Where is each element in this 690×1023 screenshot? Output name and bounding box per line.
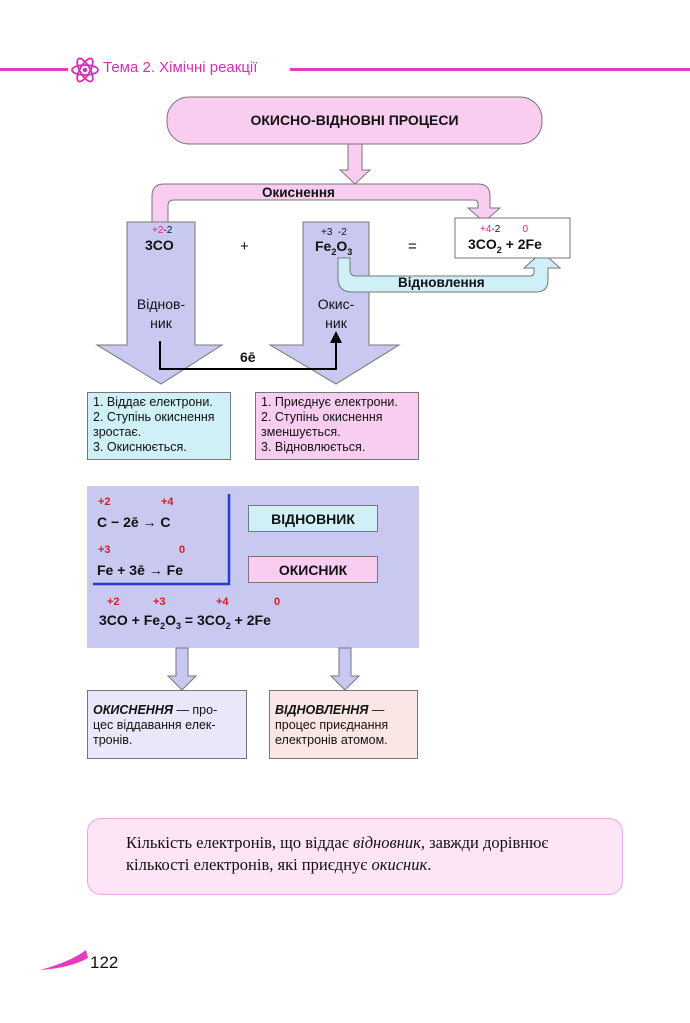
oxidation-definition-box: ОКИСНЕННЯ — про- цес віддавання елек- тр… <box>87 690 247 759</box>
full-equation: 3CO + Fe2O3 = 3CO2 + 2Fe <box>99 612 271 631</box>
c-half-reaction: C − 2ē → C <box>97 514 171 530</box>
reducer-tag: ВІДНОВНИК <box>248 505 378 532</box>
atom-icon <box>70 56 100 84</box>
eq-ox-4: 0 <box>274 596 281 608</box>
half-reactions-divider <box>93 494 231 586</box>
electrons-label: 6ē <box>240 349 256 365</box>
fe-ox-left: +3 <box>98 544 111 556</box>
fe-half-reaction: Fe + 3ē → Fe <box>97 562 183 578</box>
equals-sign: = <box>408 238 417 255</box>
product-formula: 3CO2 + 2Fe <box>468 236 542 255</box>
eq-ox-1: +2 <box>107 596 120 608</box>
reactant2-ox-states: +3 -2 <box>321 227 347 238</box>
reducer-label: Віднов-ник <box>136 296 186 331</box>
electron-transfer-arrowhead <box>330 331 342 343</box>
oxidation-arrow <box>151 183 502 225</box>
reduction-arrow <box>337 251 562 293</box>
eq-ox-3: +4 <box>216 596 229 608</box>
fe-ox-right: 0 <box>179 544 186 556</box>
note-box: Кількість електронів, що віддає відновни… <box>87 818 623 895</box>
oxidizer-label: Окис-ник <box>317 296 355 331</box>
oxidizer-tag: ОКИСНИК <box>248 556 378 583</box>
page-header-title: Тема 2. Хімічні реакції <box>103 59 258 76</box>
plus-sign: + <box>240 238 249 255</box>
c-ox-left: +2 <box>98 496 111 508</box>
header-rule-right <box>290 68 690 71</box>
page-number: 122 <box>90 953 119 972</box>
product-box <box>454 217 571 259</box>
main-title: ОКИСНО-ВІДНОВНІ ПРОЦЕСИ <box>250 112 459 128</box>
page-number-swoosh <box>40 950 88 970</box>
oxidizer-properties-box: 1. Приєднує електрони. 2. Ступінь окисне… <box>255 392 419 460</box>
oxidation-label: Окиснення <box>262 185 335 200</box>
reactant1-ox-states: +2-2 <box>152 225 173 236</box>
left-small-arrow <box>166 647 198 691</box>
right-small-arrow <box>329 647 361 691</box>
reducer-arrow <box>95 221 224 385</box>
c-ox-right: +4 <box>161 496 174 508</box>
reduction-definition-box: ВІДНОВЛЕННЯ — процес приєднання електрон… <box>269 690 418 759</box>
reducer-properties-box: 1. Віддає електрони. 2. Ступінь окисненн… <box>87 392 231 460</box>
reduction-label: Відновлення <box>398 275 485 290</box>
title-down-arrow <box>338 143 372 185</box>
eq-ox-2: +3 <box>153 596 166 608</box>
oxidizer-arrow <box>268 221 401 385</box>
reactant2-formula: Fe2O3 <box>315 238 353 257</box>
header-rule-left <box>0 68 68 71</box>
product-ox-states: +4-2 0 <box>480 224 529 235</box>
electron-transfer-line <box>159 340 337 370</box>
reactant1-formula: 3CO <box>145 237 174 253</box>
